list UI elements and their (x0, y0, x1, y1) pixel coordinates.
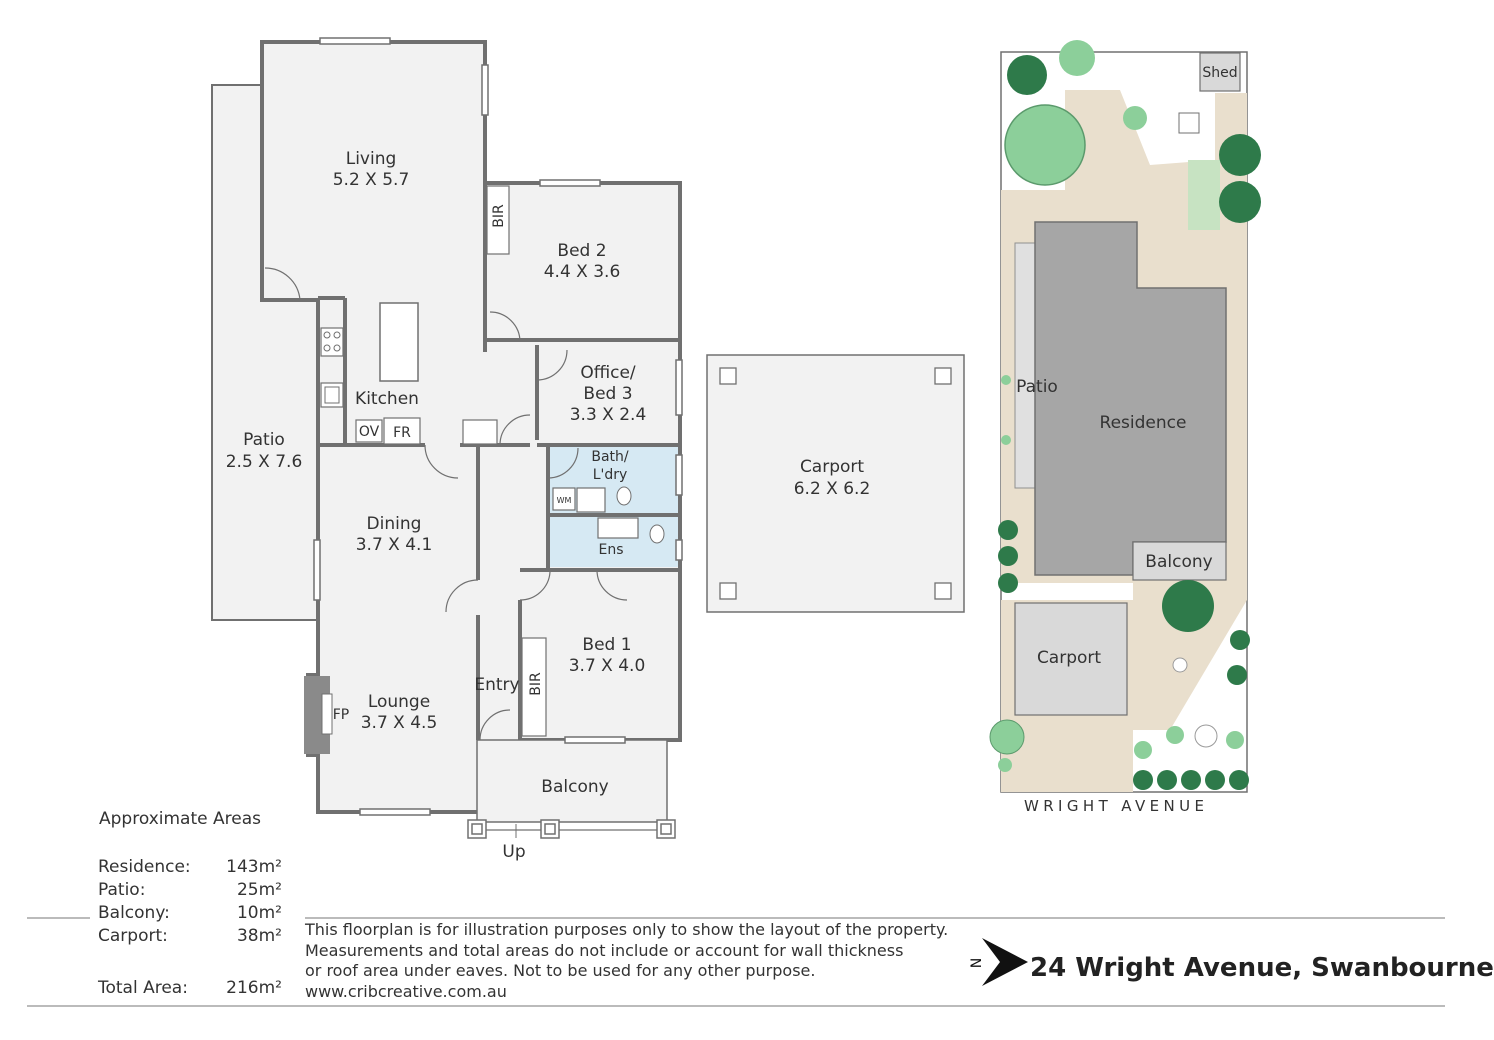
total-label: Total Area: (98, 978, 188, 998)
fp-label: FP (333, 707, 350, 723)
area-row-total: Total Area: 216m² (0, 978, 300, 1000)
kitchen-island (379, 302, 419, 382)
disclaimer-line: or roof area under eaves. Not to be used… (305, 961, 816, 980)
office-label-2: Bed 3 (583, 384, 632, 404)
site-carport (1014, 602, 1128, 716)
hall-cupboard (462, 419, 498, 445)
carport-area (706, 354, 965, 613)
lounge-label: Lounge (368, 692, 430, 712)
website-link[interactable]: www.cribcreative.com.au (305, 981, 507, 1001)
patio-label: Patio (243, 430, 285, 450)
disclaimer-line: This floorplan is for illustration purpo… (305, 920, 949, 939)
side-path (1133, 583, 1247, 730)
vanity (576, 487, 606, 513)
office-label-1: Office/ (580, 363, 636, 383)
area-value: 10m² (236, 903, 282, 923)
site-trees (989, 40, 1261, 790)
site-carport-label: Carport (1037, 648, 1101, 668)
toilet-bath (616, 486, 632, 506)
carport-dims: 6.2 X 6.2 (794, 479, 871, 499)
garden-lawn (1188, 160, 1220, 230)
disclaimer-line: Measurements and total areas do not incl… (305, 940, 904, 960)
living-label: Living (346, 149, 397, 169)
area-value: 143m² (226, 857, 282, 877)
lounge-dims: 3.7 X 4.5 (361, 713, 438, 733)
total-value: 216m² (226, 978, 282, 998)
area-row-balcony: Balcony: 10m² (0, 903, 300, 925)
disclaimer: This floorplan is for illustration purpo… (305, 920, 985, 1002)
north-arrow-icon: N (969, 938, 1028, 986)
fridge (383, 417, 421, 445)
area-label: Carport: (98, 926, 168, 946)
interior-walls (318, 183, 680, 740)
dining-dims: 3.7 X 4.1 (356, 535, 433, 555)
wm-label: WM (557, 496, 572, 505)
balcony-area (476, 739, 668, 823)
bir-bed1 (521, 637, 547, 737)
bed2-dims: 4.4 X 3.6 (544, 262, 621, 282)
carport-label: Carport (800, 457, 864, 477)
oven (355, 419, 383, 443)
site-balcony (1132, 541, 1227, 581)
entry-label: Entry (474, 675, 519, 695)
site-plan: Shed Patio Residence Balcony Carport (989, 40, 1261, 793)
site-balcony-label: Balcony (1145, 552, 1212, 572)
area-value: 25m² (236, 880, 282, 900)
site-shed-label: Shed (1202, 65, 1237, 81)
oven-label: OV (359, 424, 380, 440)
area-row-patio: Patio: 25m² (0, 880, 300, 902)
north-label: N (969, 958, 985, 968)
balcony-label: Balcony (541, 777, 608, 797)
living-dims: 5.2 X 5.7 (333, 170, 410, 190)
vanity-ens (597, 517, 639, 539)
bed1-label: Bed 1 (582, 635, 631, 655)
windows (313, 37, 683, 816)
bath-label-2: L'dry (593, 467, 628, 483)
washing-machine (552, 487, 576, 511)
area-label: Patio: (98, 880, 146, 900)
floorplan: Living 5.2 X 5.7 Bed 2 4.4 X 3.6 BIR Off… (211, 37, 965, 862)
door-swings (264, 267, 628, 741)
areas-title: Approximate Areas (99, 809, 261, 829)
bath-label-1: Bath/ (591, 449, 629, 465)
bir1-label: BIR (528, 672, 544, 696)
bed2-label: Bed 2 (557, 241, 606, 261)
office-dims: 3.3 X 2.4 (570, 405, 647, 425)
ens-label: Ens (598, 542, 623, 558)
patio-dims: 2.5 X 7.6 (226, 452, 303, 472)
area-row-residence: Residence: 143m² (0, 857, 300, 879)
toilet-ens (649, 524, 665, 544)
cooktop (320, 327, 344, 357)
dining-label: Dining (367, 514, 422, 534)
sink (320, 382, 344, 408)
area-label: Residence: (98, 857, 191, 877)
area-label: Balcony: (98, 903, 170, 923)
fireplace-hearth (321, 693, 333, 735)
site-patio-label: Patio (1016, 377, 1058, 397)
area-value: 38m² (236, 926, 282, 946)
balcony-posts (467, 819, 676, 839)
kitchen-label: Kitchen (355, 389, 419, 409)
street-name: WRIGHT AVENUE (1024, 797, 1209, 815)
bir2-label: BIR (491, 204, 507, 228)
site-shed (1199, 52, 1241, 92)
up-label: Up (502, 842, 525, 862)
area-row-carport: Carport: 38m² (0, 926, 300, 948)
property-address: 24 Wright Avenue, Swanbourne (1030, 953, 1494, 983)
bed1-dims: 3.7 X 4.0 (569, 656, 646, 676)
site-gazebo (1178, 112, 1200, 134)
fridge-label: FR (393, 425, 411, 441)
bir-bed2 (486, 185, 510, 255)
carport-posts (719, 367, 952, 600)
site-residence-label: Residence (1100, 413, 1187, 433)
